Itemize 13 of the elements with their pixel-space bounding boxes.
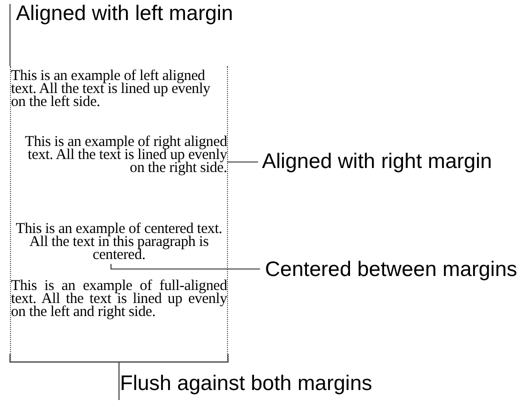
page-area bbox=[10, 66, 228, 362]
callout-label: Aligned with left margin bbox=[16, 1, 234, 27]
paragraph-text: This is an example of centered text. All the text in this paragraph is centered. bbox=[14, 223, 224, 262]
callout-label: Aligned with right margin bbox=[262, 149, 493, 175]
paragraph-text: This is an example of right aligned text. All the text is lined up evenly on the right side. bbox=[24, 136, 227, 175]
leader-line bbox=[227, 161, 258, 163]
leader-line bbox=[118, 362, 120, 400]
callout-label: Centered between margins bbox=[265, 257, 518, 283]
leader-line bbox=[9, 4, 11, 66]
paragraph-text: This is an example of left aligned text. All the text is lined up evenly on the left side. bbox=[11, 70, 212, 109]
leader-line bbox=[110, 264, 260, 270]
callout-label: Flush against both margins bbox=[120, 371, 374, 397]
paragraph-text: This is an example of full-aligned text. All the text is lined up evenly on the left and right side. bbox=[11, 280, 227, 319]
